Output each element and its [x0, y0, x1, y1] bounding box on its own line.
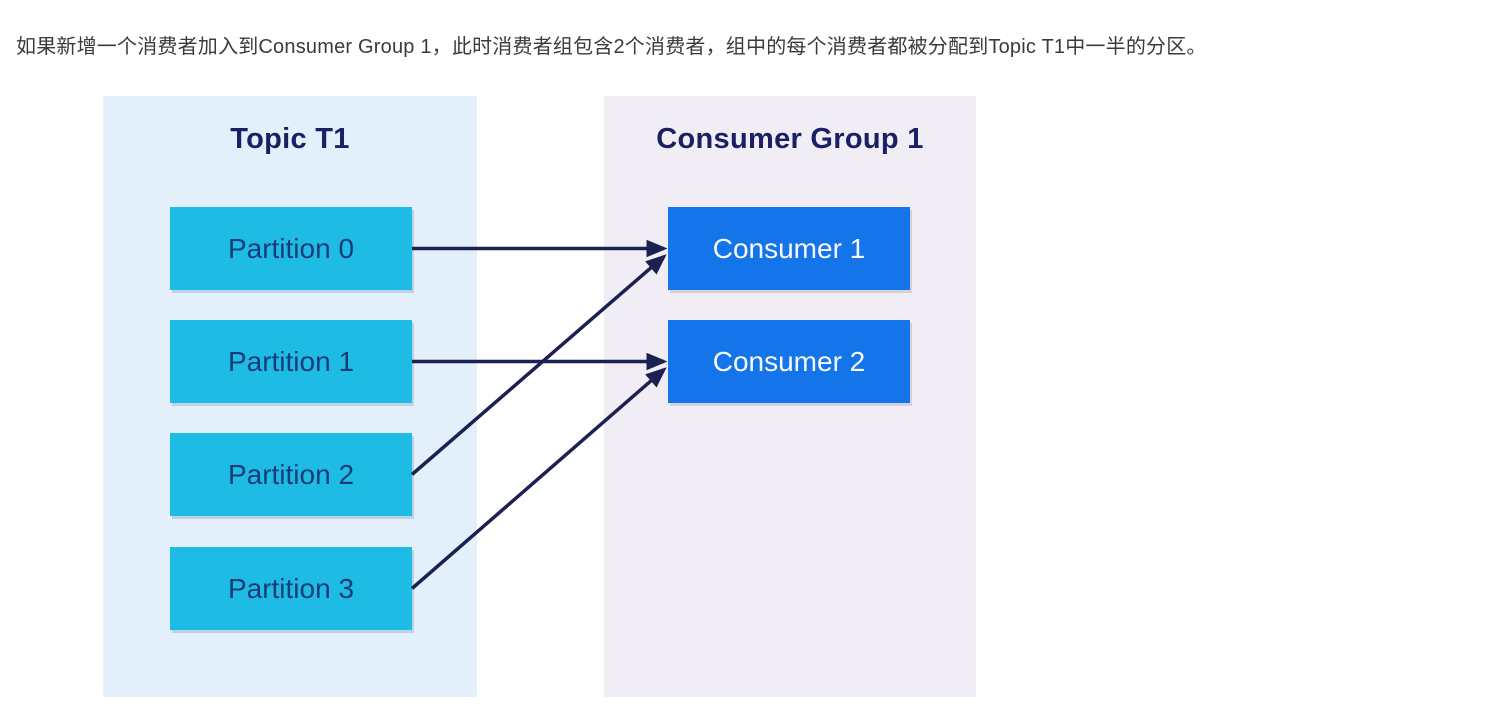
caption-text: 如果新增一个消费者加入到Consumer Group 1，此时消费者组包含2个消… — [16, 36, 1207, 58]
partition-box-0: Partition 0 — [170, 207, 412, 290]
partition-box-1: Partition 1 — [170, 320, 412, 403]
consumer-box-1: Consumer 1 — [668, 207, 910, 290]
partition-box-3: Partition 3 — [170, 547, 412, 630]
consumer-box-2: Consumer 2 — [668, 320, 910, 403]
consumer-panel: Consumer Group 1 — [604, 96, 976, 697]
topic-panel-title: Topic T1 — [230, 123, 350, 155]
partition-box-2: Partition 2 — [170, 433, 412, 516]
consumer-panel-title: Consumer Group 1 — [656, 123, 924, 155]
